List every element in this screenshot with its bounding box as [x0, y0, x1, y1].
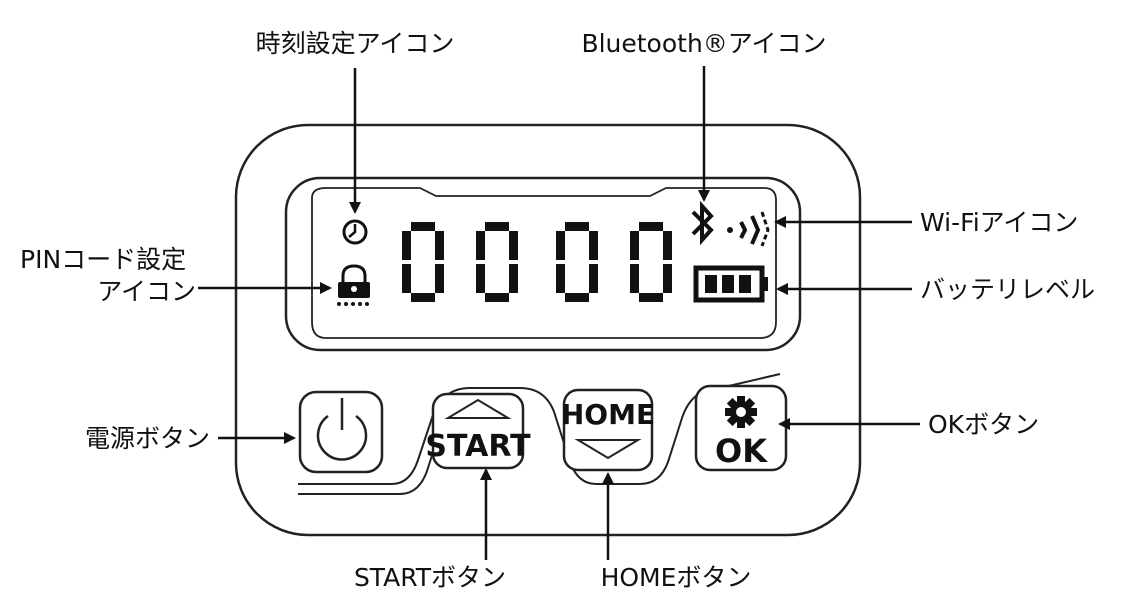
lcd-segment [435, 264, 444, 293]
device-body [234, 123, 862, 537]
lcd-segment [509, 264, 518, 293]
lcd-segment [589, 231, 598, 260]
lcd-segment [589, 264, 598, 293]
label-pin-code-line1: PINコード設定 [20, 245, 186, 274]
lcd-segment [485, 293, 509, 302]
label-start-button: STARTボタン [354, 563, 506, 592]
lcd-digit [402, 222, 444, 302]
lcd-display [337, 200, 770, 306]
label-wifi-icon: Wi-Fiアイコン [920, 208, 1078, 237]
callout-lines [198, 66, 920, 560]
lcd-segment [565, 222, 589, 231]
lcd-segment [402, 231, 411, 260]
ok-button[interactable]: OK [694, 384, 788, 472]
down-triangle-icon [574, 439, 642, 460]
gear-icon [725, 396, 757, 428]
home-button-label: HOME [561, 398, 655, 431]
power-icon [316, 398, 368, 461]
home-button[interactable]: HOME [561, 388, 655, 472]
start-button[interactable]: START [425, 392, 531, 470]
label-battery-level: バッテリレベル [920, 275, 1095, 304]
lcd-digit [476, 222, 518, 302]
start-button-label: START [425, 429, 531, 464]
lcd-segment [411, 293, 435, 302]
lcd-digit [556, 222, 598, 302]
lcd-segment [630, 264, 639, 293]
bluetooth-icon [691, 200, 714, 246]
lcd-segment [556, 264, 565, 293]
label-power-button: 電源ボタン [85, 424, 210, 453]
label-time-setting-icon: 時刻設定アイコン [256, 29, 455, 58]
battery-icon [693, 265, 768, 303]
label-pin-code-line2: アイコン [97, 277, 196, 306]
ok-button-label: OK [715, 432, 768, 470]
lcd-segment [476, 264, 485, 293]
label-bluetooth-icon: Bluetooth®アイコン [581, 29, 826, 58]
label-home-button: HOMEボタン [601, 563, 752, 592]
battery-bar [705, 275, 717, 293]
lcd-segment [565, 293, 589, 302]
lcd-segment [476, 231, 485, 260]
lcd-segment [639, 222, 663, 231]
wifi-icon [727, 211, 770, 247]
label-ok-button: OKボタン [928, 410, 1039, 439]
lcd-digit [630, 222, 672, 302]
lcd-segment [485, 222, 509, 231]
clock-icon [342, 219, 368, 245]
seven-segment-digits [402, 222, 672, 302]
lcd-segment [556, 231, 565, 260]
battery-bar [722, 275, 734, 293]
lcd-segment [663, 231, 672, 260]
battery-bar [739, 275, 751, 293]
lcd-segment [639, 293, 663, 302]
power-button[interactable] [298, 390, 384, 474]
lcd-segment [402, 264, 411, 293]
lcd-segment [630, 231, 639, 260]
up-triangle-icon [444, 398, 512, 419]
lcd-segment [509, 231, 518, 260]
lcd-segment [435, 231, 444, 260]
pin-lock-icon [337, 264, 370, 306]
lcd-segment [411, 222, 435, 231]
lcd-segment [663, 264, 672, 293]
